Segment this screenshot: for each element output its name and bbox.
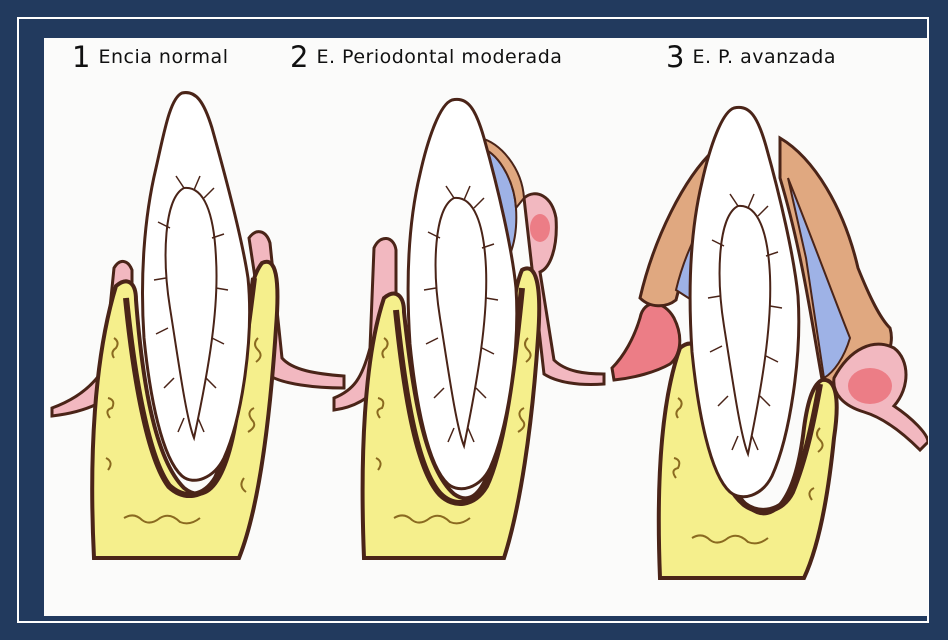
abscess-3: [848, 368, 892, 404]
tooth-2-moderate: [334, 99, 604, 558]
tooth-1-normal: [52, 93, 344, 558]
abscess-2: [530, 214, 550, 242]
stage-3-label: 3 E. P. avanzada: [666, 40, 836, 74]
stage-2-label: 2 E. Periodontal moderada: [290, 40, 562, 74]
stage-3-text: E. P. avanzada: [692, 46, 836, 68]
stage-2-number: 2: [290, 40, 308, 74]
diagram-panel: 1 Encia normal 2 E. Periodontal moderada 3…: [44, 38, 928, 616]
gum-3-left: [612, 304, 680, 380]
stage-3-number: 3: [666, 40, 684, 74]
stage-2-text: E. Periodontal moderada: [316, 46, 562, 68]
stage-1-text: Encia normal: [98, 46, 228, 68]
stage-1-label: 1 Encia normal: [72, 40, 228, 74]
teeth-illustration: [44, 38, 928, 616]
stage-1-number: 1: [72, 40, 90, 74]
tooth-3-advanced: [612, 107, 928, 578]
stage-labels: 1 Encia normal 2 E. Periodontal moderada 3…: [44, 38, 928, 78]
